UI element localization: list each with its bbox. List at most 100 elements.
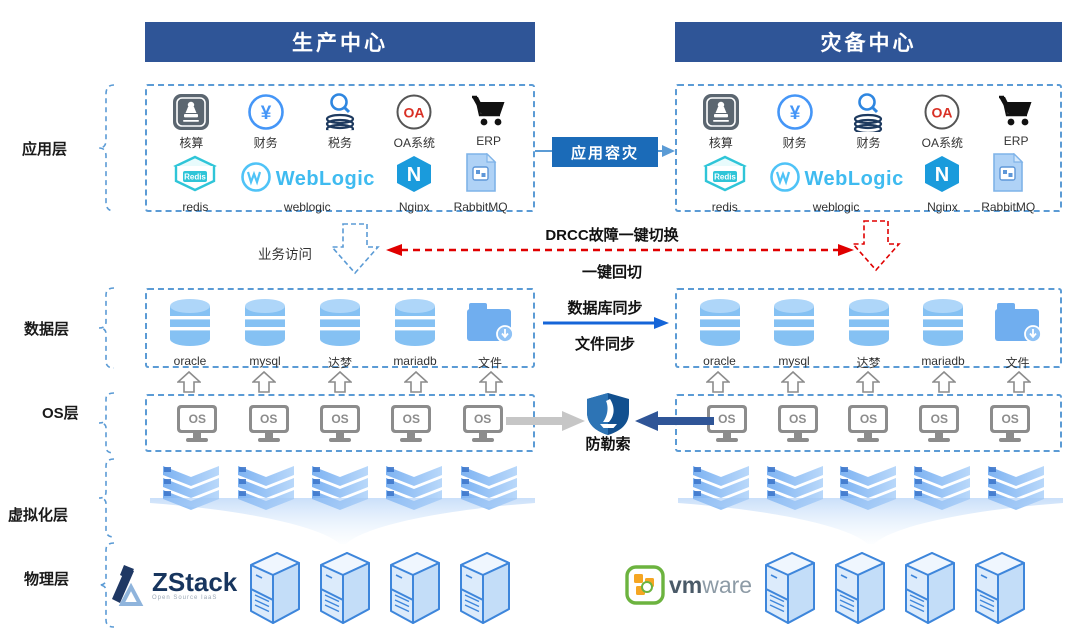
db-item-oracle: oracle: [158, 297, 222, 368]
app-label: ERP: [476, 134, 501, 148]
up-arrow-icon: [781, 371, 806, 393]
drcc-double-arrow: [386, 244, 854, 256]
svg-text:N: N: [407, 164, 421, 186]
brace-data-layer: [98, 287, 115, 369]
redis-icon: Redis: [172, 155, 218, 198]
up-arrow-icon: [706, 371, 731, 393]
db-item-mysql: mysql: [233, 297, 297, 368]
app-label: 财务: [253, 136, 278, 150]
db-label: 文件: [1005, 356, 1030, 370]
db-item-files: 文件: [986, 297, 1050, 371]
mw-item-redis: Redis redis: [172, 155, 218, 214]
server-tower-icon: [975, 552, 1026, 624]
mw-item-nginx: N Nginx: [924, 155, 960, 214]
svg-text:Redis: Redis: [714, 173, 736, 182]
os-monitor-icon: OS: [176, 404, 218, 442]
brace-os-layer: [98, 392, 115, 454]
os-monitor-icon: OS: [918, 404, 960, 442]
mw-label: redis: [711, 200, 738, 214]
one-click-back-label: 一键回切: [581, 264, 642, 281]
up-arrow-icon: [1006, 371, 1031, 393]
svg-text:N: N: [935, 164, 949, 186]
app-item-oa: OA OA系统: [908, 92, 976, 151]
nginx-icon: N: [396, 155, 432, 198]
app-item-accounting: 核算: [157, 92, 225, 151]
db-label: mysql: [249, 354, 281, 368]
db-item-oracle: oracle: [688, 297, 752, 368]
up-arrow-icon: [403, 371, 428, 393]
db-label: oracle: [703, 354, 736, 368]
app-label: 税务: [327, 136, 352, 150]
vmware-wordmark-ware: ware: [702, 571, 753, 598]
rabbitmq-icon: [463, 152, 499, 198]
db-item-mariadb: mariadb: [911, 297, 975, 368]
disaster-app-box: 核算 ¥ 财务 财务 OA OA系统: [675, 84, 1062, 214]
app-item-erp: ERP: [982, 92, 1050, 148]
mw-label: Nginx: [398, 200, 430, 214]
app-label: 核算: [708, 136, 733, 150]
server-tower-icon: [765, 552, 816, 624]
disaster-data-box: oracle mysql 达梦 mariadb 文件: [675, 288, 1062, 371]
layer-label-os: OS层: [42, 405, 79, 422]
yen-circle-icon: ¥: [247, 92, 285, 132]
app-item-finance: ¥ 财务: [232, 92, 300, 151]
anti-ransomware-label: 防勒索: [585, 436, 631, 453]
file-sync-label: 文件同步: [574, 336, 635, 353]
app-item-oa: OA OA系统: [380, 92, 448, 151]
mw-item-rabbitmq: RabbitMQ: [454, 152, 508, 214]
server-tower-icon: [460, 552, 511, 624]
weblogic-wordmark: WebLogic: [804, 167, 904, 190]
weblogic-wordmark: WebLogic: [275, 167, 375, 190]
zstack-wordmark: ZStack: [152, 567, 238, 597]
disaster-servers: [762, 545, 1028, 625]
app-label: OA系统: [393, 136, 435, 150]
mw-item-rabbitmq: RabbitMQ: [981, 152, 1035, 214]
weblogic-icon: [240, 161, 272, 198]
db-label: mysql: [778, 354, 810, 368]
zstack-logo: ZStack Open Source IaaS: [104, 563, 237, 607]
production-data-box: oracle mysql 达梦 mariadb 文件: [145, 288, 535, 370]
os-monitor-icon: OS: [989, 404, 1031, 442]
magnifier-stack-icon: [320, 92, 360, 132]
vmware-logo-icon: [625, 565, 665, 605]
svg-text:OA: OA: [932, 105, 953, 121]
database-cylinder-icon: [771, 297, 817, 352]
os-monitor-icon: OS: [706, 404, 748, 442]
gray-right-arrow: [506, 411, 585, 431]
svg-text:OA: OA: [404, 105, 425, 121]
app-item-tax: 税务: [306, 92, 374, 151]
mw-item-redis: Redis redis: [702, 155, 748, 214]
folder-download-icon: [465, 297, 515, 352]
app-label: OA系统: [921, 136, 963, 150]
os-monitor-icon: OS: [847, 404, 889, 442]
navy-left-arrow: [635, 411, 714, 431]
oa-circle-icon: OA: [923, 92, 961, 132]
brace-physical-layer: [98, 542, 115, 628]
nginx-icon: N: [924, 155, 960, 198]
disaster-up-arrows: [675, 371, 1062, 393]
app-label: 财务: [782, 136, 807, 150]
db-item-mariadb: mariadb: [383, 297, 447, 368]
up-arrow-icon: [479, 371, 504, 393]
cart-icon: [469, 92, 509, 132]
production-os-box: OS OS OS OS OS: [145, 394, 535, 452]
disaster-center-header: 灾备中心: [675, 22, 1062, 62]
db-label: 达梦: [856, 356, 881, 370]
production-servers: [247, 545, 513, 625]
os-monitor-icon: OS: [390, 404, 432, 442]
app-item-finance: ¥ 财务: [761, 92, 829, 151]
os-monitor-icon: OS: [319, 404, 361, 442]
oa-circle-icon: OA: [395, 92, 433, 132]
database-cylinder-icon: [242, 297, 288, 352]
up-arrow-icon: [327, 371, 352, 393]
mw-label: redis: [182, 200, 209, 214]
layer-label-physical: 物理层: [24, 571, 70, 588]
db-item-dameng: 达梦: [837, 297, 901, 371]
mw-label: weblogic: [283, 200, 331, 214]
up-arrow-icon: [856, 371, 881, 393]
db-label: 达梦: [327, 356, 352, 370]
down-arrow-red-dashed: [851, 220, 901, 272]
database-cylinder-icon: [846, 297, 892, 352]
